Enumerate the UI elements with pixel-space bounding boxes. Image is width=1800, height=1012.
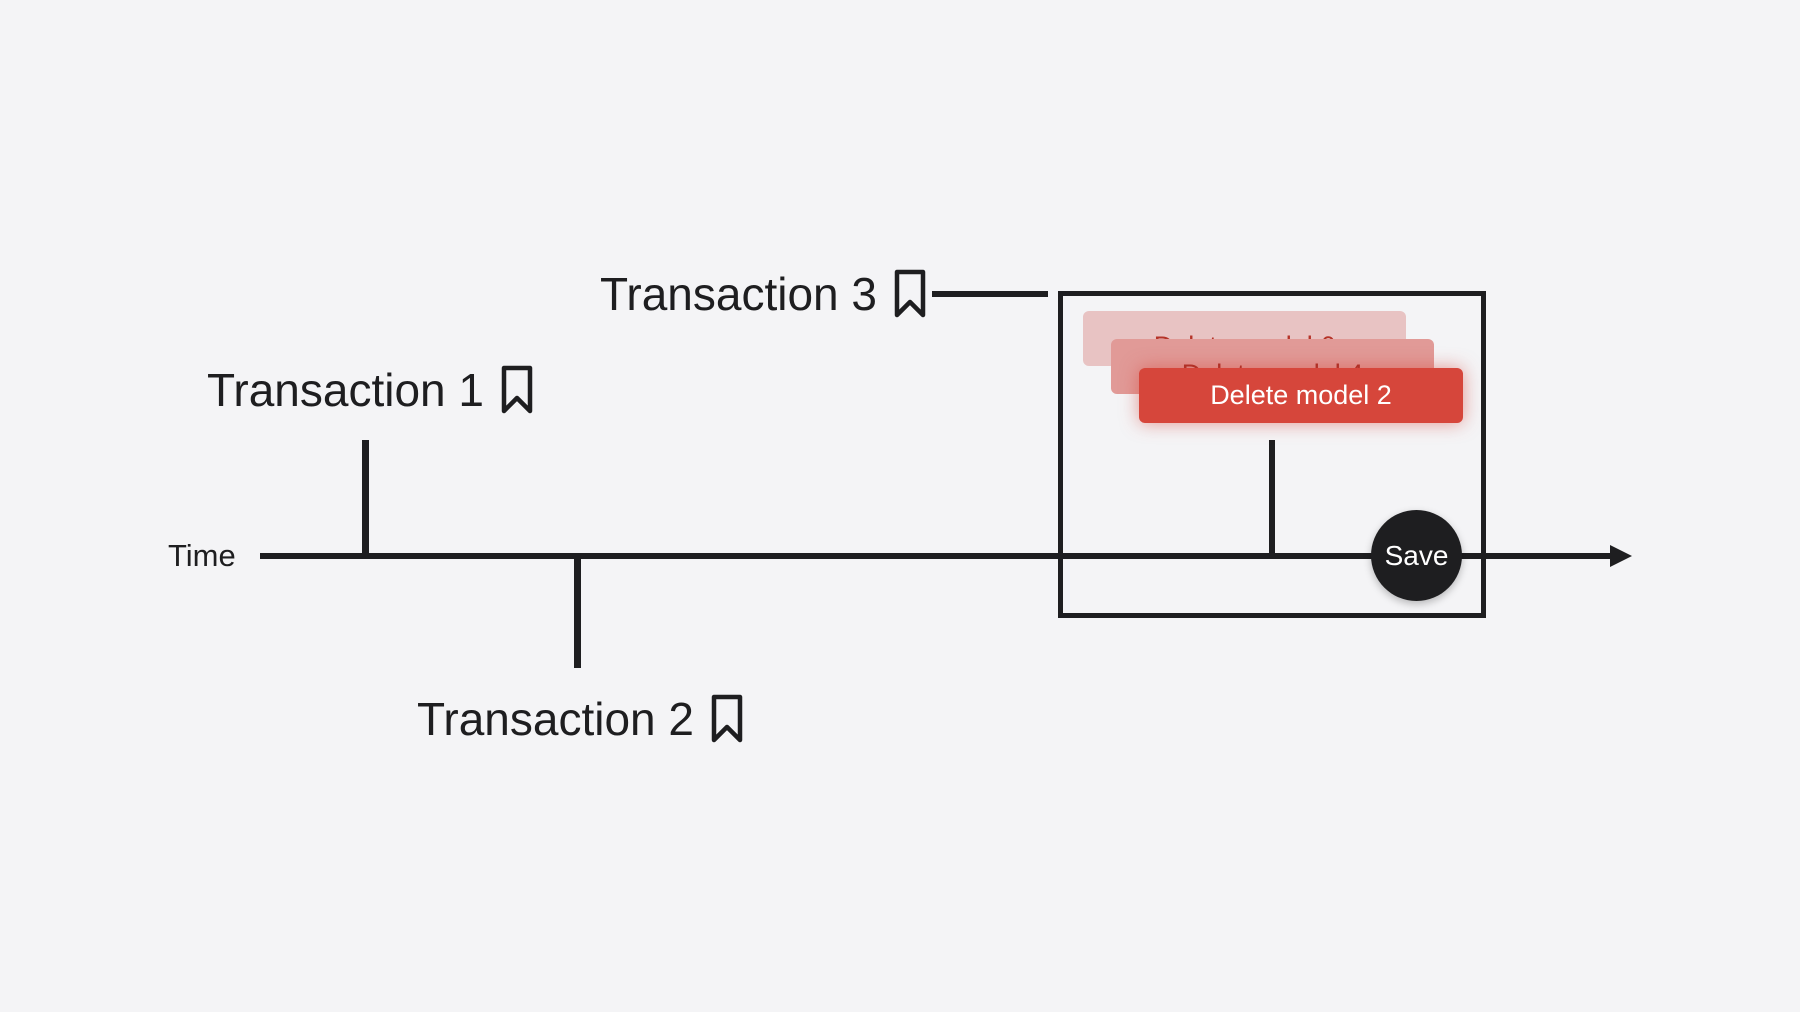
time-axis bbox=[260, 553, 1612, 559]
transaction-3-connector bbox=[932, 291, 1048, 297]
transaction-1-label: Transaction 1 bbox=[207, 364, 484, 416]
time-axis-label: Time bbox=[168, 538, 236, 573]
bookmark-icon bbox=[710, 694, 744, 744]
transaction-2-label: Transaction 2 bbox=[417, 693, 694, 745]
save-button[interactable]: Save bbox=[1371, 510, 1462, 601]
operation-card-delete-model-2: Delete model 2 bbox=[1139, 368, 1463, 423]
time-axis-arrowhead bbox=[1610, 545, 1632, 567]
transaction-2-tick bbox=[574, 556, 581, 668]
transaction-2: Transaction 2 bbox=[417, 691, 744, 747]
transaction-1: Transaction 1 bbox=[207, 362, 534, 418]
transaction-3-box bbox=[1058, 291, 1486, 618]
transaction-3-label: Transaction 3 bbox=[600, 268, 877, 320]
transaction-3-tick bbox=[1269, 440, 1275, 556]
operation-label: Delete model 2 bbox=[1210, 380, 1392, 410]
transaction-3: Transaction 3 bbox=[600, 266, 927, 322]
transaction-1-tick bbox=[362, 440, 369, 556]
bookmark-icon bbox=[500, 365, 534, 415]
bookmark-icon bbox=[893, 269, 927, 319]
